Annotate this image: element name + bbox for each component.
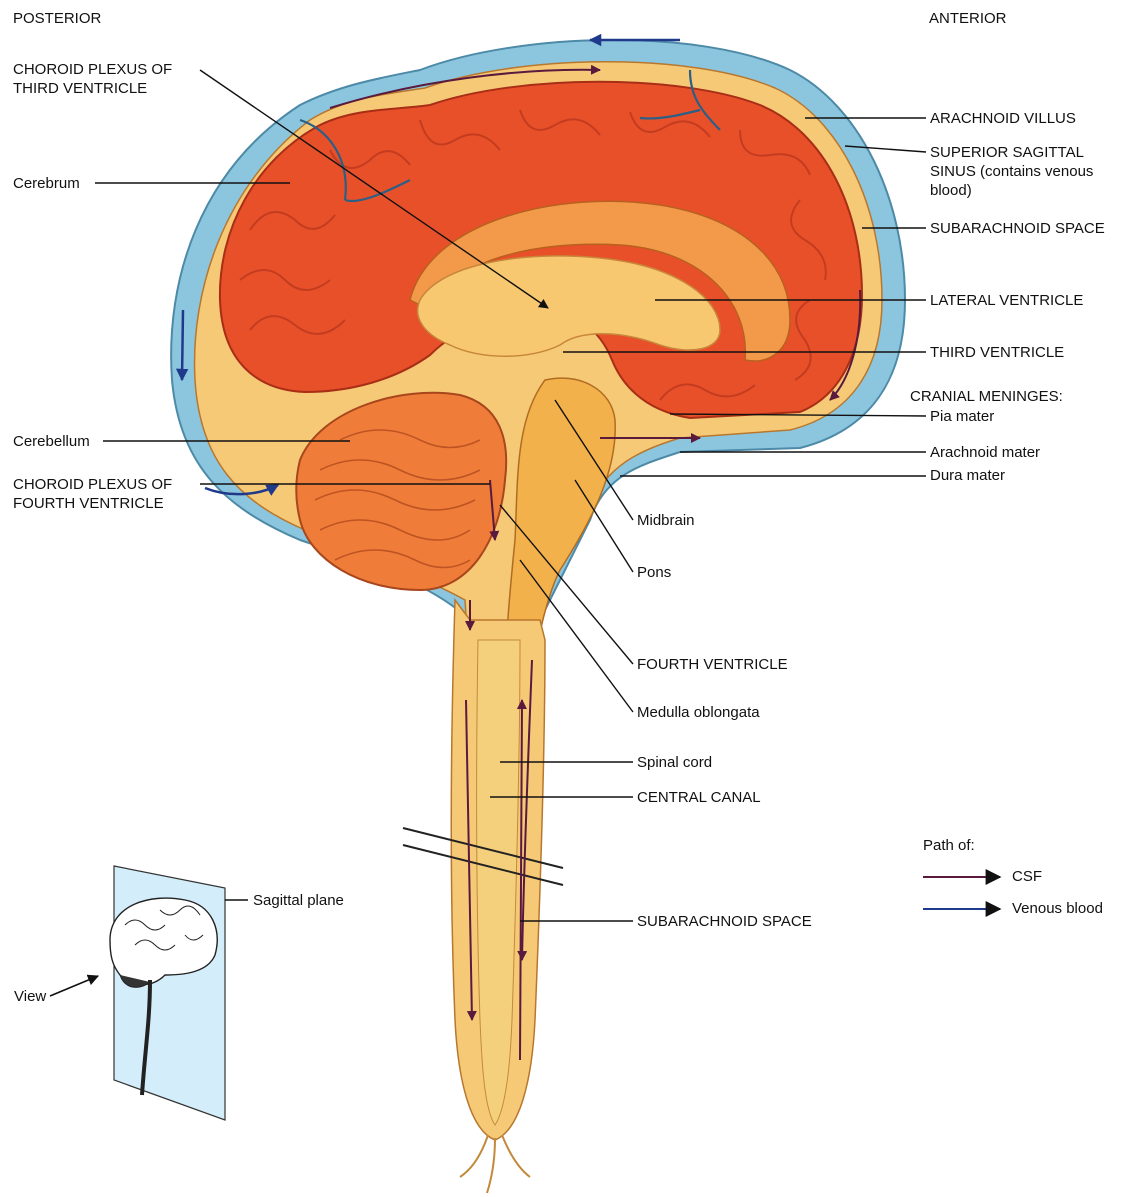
arachnoid-mater-label: Arachnoid mater	[930, 443, 1040, 462]
third-ventricle-label: THIRD VENTRICLE	[930, 343, 1064, 362]
legend-csf-label: CSF	[1012, 867, 1042, 886]
dura-mater-label: Dura mater	[930, 466, 1005, 485]
posterior-label: POSTERIOR	[13, 9, 101, 28]
superior-sagittal-sinus-label: SUPERIOR SAGITTAL SINUS (contains venous…	[930, 143, 1093, 200]
spinal-cord-label: Spinal cord	[637, 753, 712, 772]
cranial-meninges-label: CRANIAL MENINGES:	[910, 387, 1063, 406]
pons-label: Pons	[637, 563, 671, 582]
sagittal-plane-label: Sagittal plane	[253, 891, 344, 910]
subarachnoid-space-bottom-label: SUBARACHNOID SPACE	[637, 912, 812, 931]
legend-title: Path of:	[923, 836, 975, 855]
cerebrum-label: Cerebrum	[13, 174, 80, 193]
choroid-plexus-third-label: CHOROID PLEXUS OF THIRD VENTRICLE	[13, 60, 172, 98]
choroid-plexus-fourth-label: CHOROID PLEXUS OF FOURTH VENTRICLE	[13, 475, 172, 513]
cerebellum-label: Cerebellum	[13, 432, 90, 451]
medulla-oblongata-label: Medulla oblongata	[637, 703, 760, 722]
pia-mater-label: Pia mater	[930, 407, 994, 426]
cauda-roots	[460, 1135, 530, 1193]
arachnoid-villus-label: ARACHNOID VILLUS	[930, 109, 1076, 128]
lateral-ventricle-label: LATERAL VENTRICLE	[930, 291, 1083, 310]
fourth-ventricle-label: FOURTH VENTRICLE	[637, 655, 788, 674]
midbrain-label: Midbrain	[637, 511, 695, 530]
central-canal-label: CENTRAL CANAL	[637, 788, 761, 807]
inset-sagittal-plane	[50, 866, 248, 1120]
view-label: View	[14, 987, 46, 1006]
legend-venous-label: Venous blood	[1012, 899, 1103, 918]
anterior-label: ANTERIOR	[929, 9, 1007, 28]
subarachnoid-space-top-label: SUBARACHNOID SPACE	[930, 219, 1105, 238]
